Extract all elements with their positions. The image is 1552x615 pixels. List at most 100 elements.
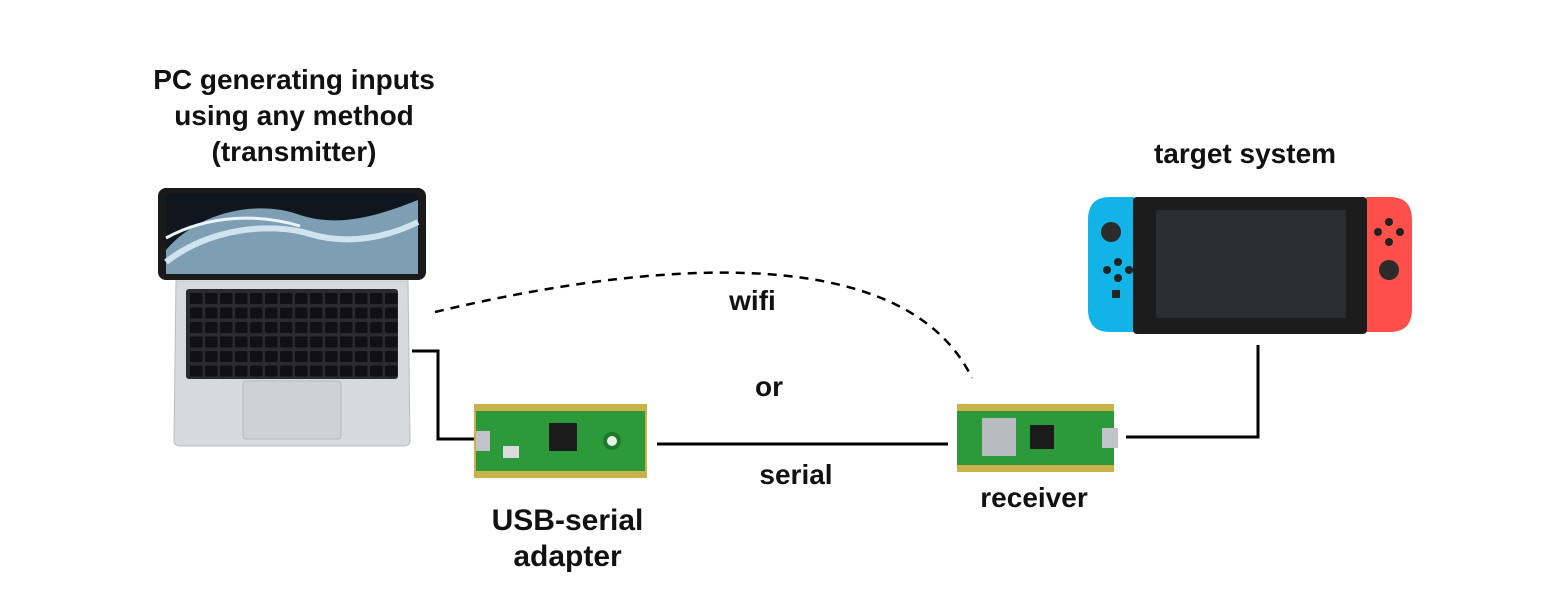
keyboard-key [205, 322, 218, 333]
keyboard-key [355, 293, 368, 304]
adapter-label: USB-serial adapter [470, 503, 665, 575]
keyboard-key [265, 293, 278, 304]
keyboard-key [250, 351, 263, 362]
adapter-label-line-1: USB-serial [491, 504, 644, 537]
receiver-to-switch-cable [1126, 345, 1260, 439]
keyboard-key [235, 322, 248, 333]
keyboard-key [340, 336, 353, 348]
keyboard-key [190, 336, 203, 348]
keyboard-key [370, 293, 383, 304]
transmitter-label-line-1: PC generating inputs [153, 64, 435, 95]
keyboard-key [235, 351, 248, 362]
keyboard-key [295, 336, 308, 348]
keyboard-key [385, 322, 398, 333]
keyboard-key [280, 307, 293, 319]
pc-to-adapter-cable [412, 349, 476, 441]
switch-console-icon [1088, 197, 1412, 334]
receiver-label: receiver [980, 482, 1088, 513]
keyboard-key [370, 322, 383, 333]
keyboard-key [250, 307, 263, 319]
keyboard-key [235, 365, 248, 377]
keyboard-key [205, 293, 218, 304]
transmitter-label-line-2: using any method [174, 100, 414, 131]
keyboard-key [220, 293, 233, 304]
keyboard-key [205, 307, 218, 319]
keyboard-key [265, 351, 278, 362]
keyboard-key [280, 365, 293, 377]
keyboard-key [340, 351, 353, 362]
keyboard-key [280, 322, 293, 333]
keyboard-key [385, 351, 398, 362]
or-label: or [755, 371, 783, 402]
keyboard-key [340, 322, 353, 333]
keyboard-key [190, 365, 203, 377]
serial-label: serial [759, 459, 833, 490]
keyboard-key [220, 307, 233, 319]
keyboard-key [385, 307, 398, 319]
keyboard-key [355, 322, 368, 333]
keyboard-key [325, 336, 338, 348]
keyboard-key [295, 322, 308, 333]
keyboard-key [280, 351, 293, 362]
keyboard-key [310, 322, 323, 333]
keyboard-key [310, 293, 323, 304]
keyboard-key [310, 351, 323, 362]
keyboard-key [340, 365, 353, 377]
keyboard-key [370, 307, 383, 319]
keyboard-key [220, 365, 233, 377]
keyboard-key [385, 293, 398, 304]
keyboard-key [265, 322, 278, 333]
keyboard-key [205, 365, 218, 377]
keyboard-key [370, 336, 383, 348]
keyboard-key [325, 365, 338, 377]
keyboard-key [190, 351, 203, 362]
keyboard-key [265, 336, 278, 348]
keyboard-key [385, 365, 398, 377]
keyboard-key [235, 307, 248, 319]
usb-serial-adapter-board [474, 404, 647, 478]
keyboard-key [190, 307, 203, 319]
keyboard-key [325, 322, 338, 333]
keyboard-key [220, 336, 233, 348]
keyboard-key [295, 293, 308, 304]
keyboard-key [370, 351, 383, 362]
transmitter-label: PC generating inputs using any method (t… [114, 62, 474, 170]
wifi-label: wifi [729, 285, 776, 316]
keyboard-key [295, 307, 308, 319]
keyboard-key [310, 336, 323, 348]
keyboard-key [250, 322, 263, 333]
receiver-board [957, 404, 1118, 472]
adapter-label-line-2: adapter [513, 540, 622, 573]
transmitter-label-line-3: (transmitter) [211, 136, 377, 167]
keyboard-key [355, 307, 368, 319]
keyboard-key [295, 351, 308, 362]
keyboard-key [325, 293, 338, 304]
keyboard-key [220, 322, 233, 333]
keyboard-key [205, 351, 218, 362]
keyboard-key [325, 351, 338, 362]
keyboard-key [265, 365, 278, 377]
keyboard-key [355, 351, 368, 362]
keyboard-key [295, 365, 308, 377]
keyboard-key [235, 293, 248, 304]
keyboard-key [265, 307, 278, 319]
keyboard-key [190, 322, 203, 333]
keyboard-key [355, 336, 368, 348]
keyboard-key [310, 307, 323, 319]
keyboard-key [250, 336, 263, 348]
keyboard-key [190, 293, 203, 304]
keyboard-key [250, 293, 263, 304]
keyboard-key [205, 336, 218, 348]
keyboard-key [235, 336, 248, 348]
keyboard-key [220, 351, 233, 362]
keyboard-key [340, 293, 353, 304]
laptop-keys [190, 293, 398, 377]
keyboard-key [370, 365, 383, 377]
keyboard-key [385, 336, 398, 348]
keyboard-key [310, 365, 323, 377]
keyboard-key [250, 365, 263, 377]
keyboard-key [280, 293, 293, 304]
wifi-link [434, 271, 974, 379]
